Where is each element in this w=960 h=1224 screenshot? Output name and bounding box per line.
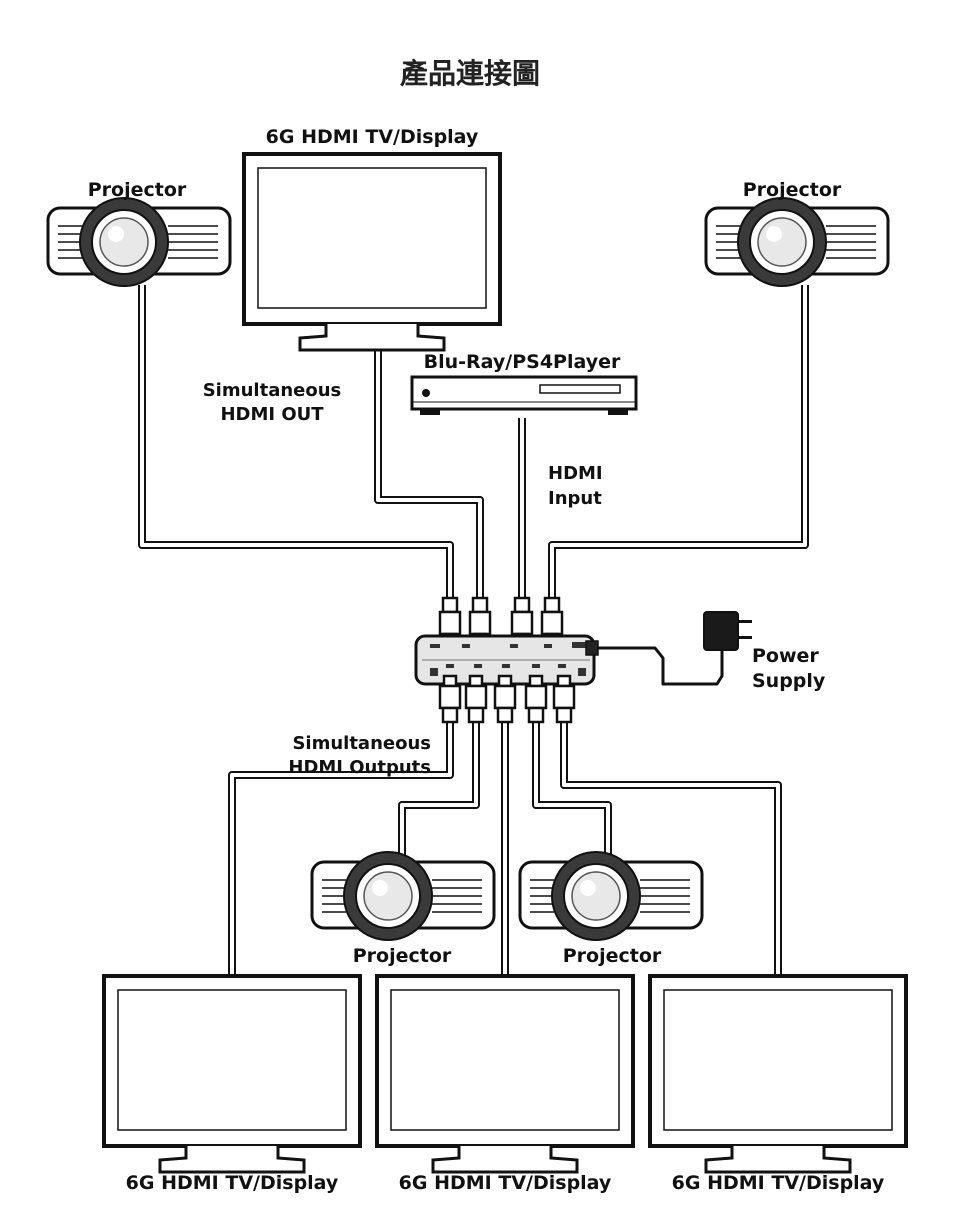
hdmi-plug-out-1 xyxy=(438,674,462,724)
hdmi-splitter xyxy=(414,634,596,686)
tv-display-bottom-right-label: 6G HDMI TV/Display xyxy=(672,1172,885,1194)
tv-display-bottom-center-label: 6G HDMI TV/Display xyxy=(399,1172,612,1194)
hdmi-plug-out-3 xyxy=(493,674,517,724)
sim-hdmi-outputs-label-line2: HDMI Outputs xyxy=(288,757,431,778)
tv-display-bottom-left xyxy=(102,974,362,1174)
tv-display-bottom-right xyxy=(648,974,908,1174)
power-connector xyxy=(585,640,599,656)
projector-bottom-left xyxy=(310,850,496,942)
sim-hdmi-out-label-line1: Simultaneous xyxy=(203,380,342,401)
hdmi-plug-out-4 xyxy=(524,674,548,724)
projector-top-left-label: Projector xyxy=(88,179,187,201)
sim-hdmi-out-label-line2: HDMI OUT xyxy=(220,404,324,425)
bluray-player-label: Blu-Ray/PS4Player xyxy=(424,351,621,373)
tv-display-top xyxy=(242,152,502,352)
hdmi-plug-out-2 xyxy=(464,674,488,724)
power-supply-label-line1: Power xyxy=(752,645,819,667)
projector-top-left xyxy=(46,196,232,288)
hdmi-input-label-line2: Input xyxy=(548,488,602,509)
projector-bottom-right-label: Projector xyxy=(563,945,662,967)
projector-bottom-right xyxy=(518,850,704,942)
projector-top-right xyxy=(704,196,890,288)
power-supply-label-line2: Supply xyxy=(752,670,826,692)
sim-hdmi-outputs-label-line1: Simultaneous xyxy=(292,733,431,754)
power-adapter xyxy=(703,611,752,651)
projector-top-right-label: Projector xyxy=(743,179,842,201)
projector-bottom-left-label: Projector xyxy=(353,945,452,967)
hdmi-input-label-line1: HDMI xyxy=(548,463,603,484)
page-title: 產品連接圖 xyxy=(400,57,540,90)
tv-display-top-label: 6G HDMI TV/Display xyxy=(266,126,479,148)
hdmi-plug-out-5 xyxy=(552,674,576,724)
tv-display-bottom-left-label: 6G HDMI TV/Display xyxy=(126,1172,339,1194)
bluray-player xyxy=(410,375,638,415)
tv-display-bottom-center xyxy=(375,974,635,1174)
cables xyxy=(138,285,809,980)
